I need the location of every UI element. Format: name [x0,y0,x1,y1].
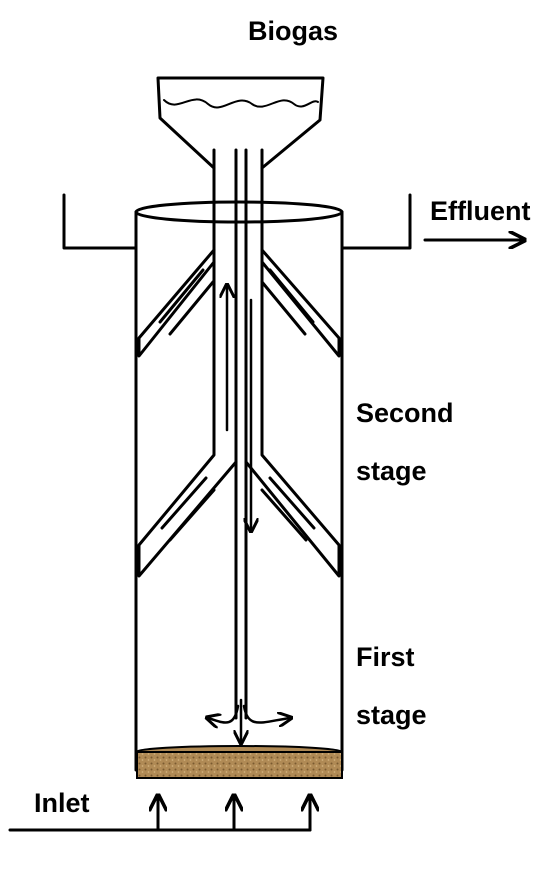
funnel-liquid-surface [163,98,319,109]
bottom-spread-arrow-right [242,704,290,723]
gas-collector-funnel [156,76,325,170]
biogas-label: Biogas [248,16,339,46]
bottom-spread-arrow-left [208,704,240,723]
lower-separator-left [137,260,238,578]
lower-baffle-right-a [268,476,316,530]
upper-baffle-right-b [260,280,307,336]
upper-separator-left [137,248,216,358]
effluent-weir [62,193,412,250]
upper-baffle-left-a [158,268,205,324]
lower-baffle-left-a [160,476,208,530]
upper-baffle-right-a [268,268,315,324]
lower-separator-right [244,260,341,578]
upper-separator-right [260,248,341,358]
second-stage-label-line1: Second [356,398,454,428]
sludge-bed [136,751,343,779]
inlet-label: Inlet [34,788,90,818]
effluent-label: Effluent [430,196,531,226]
first-stage-label-line2: stage [356,700,427,730]
reactor-top-rim [134,200,344,224]
lower-baffle-left-b [168,488,216,542]
lower-baffle-right-b [260,488,308,542]
first-stage-label-line1: First [356,642,415,672]
second-stage-label-line2: stage [356,456,427,486]
upper-baffle-left-b [168,280,215,336]
